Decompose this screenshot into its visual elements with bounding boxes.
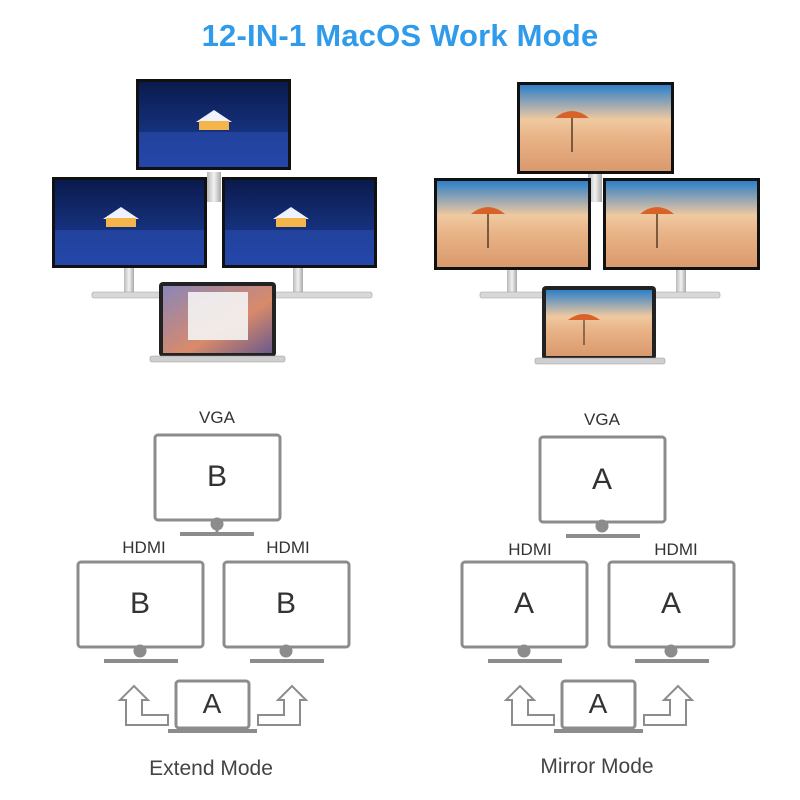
extend-vga-label: VGA <box>199 408 235 427</box>
mirror-vga-label: VGA <box>584 410 620 429</box>
mirror-mode-label: Mirror Mode <box>540 755 654 778</box>
mirror-hdmi-right-label: HDMI <box>654 540 698 559</box>
extend-hdmi-left-letter: B <box>129 587 151 620</box>
mirror-left-arrow-icon <box>503 684 555 726</box>
mirror-hdmi-right-letter: A <box>660 587 682 620</box>
mirror-laptop <box>560 679 637 730</box>
mirror-right-arrow-icon <box>643 684 695 726</box>
extend-vga-letter: B <box>206 460 228 493</box>
extend-laptop <box>174 679 251 730</box>
mirror-vga-letter: A <box>591 463 613 496</box>
page-title: 12-IN-1 MacOS Work Mode <box>201 18 599 53</box>
extend-hdmi-right-label: HDMI <box>266 538 310 557</box>
mirror-photo-group <box>434 82 760 365</box>
extend-hdmi-right-letter: B <box>275 587 297 620</box>
extend-left-arrow-icon <box>117 684 169 726</box>
mirror-laptop-letter: A <box>588 688 608 719</box>
extend-right-arrow-icon <box>257 684 309 726</box>
mirror-hdmi-left-letter: A <box>513 587 535 620</box>
extend-laptop-letter: A <box>202 688 222 719</box>
extend-diagram <box>76 433 351 733</box>
mirror-diagram <box>460 435 736 733</box>
extend-mode-label: Extend Mode <box>149 757 273 780</box>
extend-photo-group <box>52 79 377 363</box>
extend-hdmi-left-label: HDMI <box>122 538 166 557</box>
mirror-hdmi-left-label: HDMI <box>508 540 552 559</box>
